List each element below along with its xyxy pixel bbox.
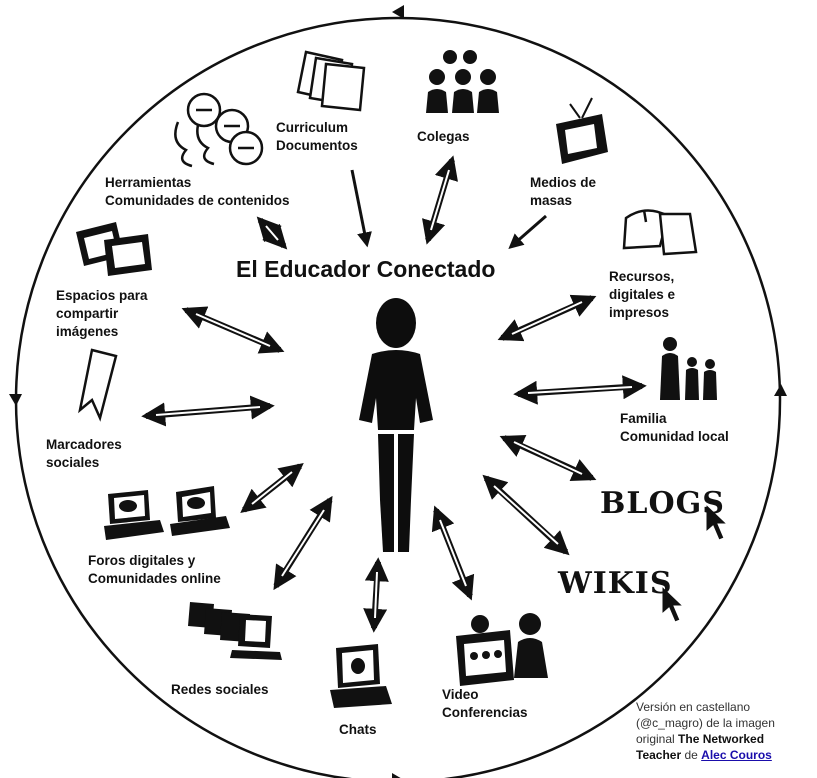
circle-arrow-bottom [392, 773, 401, 778]
wikis-cursor-icon [661, 584, 685, 623]
blogs-word: BLOGS [600, 486, 725, 521]
label-medios: Medios de masas [530, 174, 596, 210]
label-foros: Foros digitales y Comunidades online [88, 552, 221, 588]
label-marcadores-line2: sociales [46, 455, 100, 470]
label-colegas-line1: Colegas [417, 129, 470, 144]
credit-line3-text: original [636, 732, 679, 746]
label-espacios-line3: imágenes [56, 324, 119, 339]
credit-line2: (@c_magro) de la imagen [636, 716, 775, 730]
label-chats: Chats [339, 721, 377, 739]
label-foros-line2: Comunidades online [88, 571, 221, 586]
label-medios-line2: masas [530, 193, 573, 208]
label-curriculum-line2: Documentos [276, 138, 358, 153]
social-networks-icon [188, 602, 282, 660]
images-icon [76, 222, 152, 276]
double-arrows-inner [155, 169, 633, 619]
label-chats-line1: Chats [339, 722, 377, 737]
video-conference-icon [456, 613, 548, 686]
label-familia-line2: Comunidad local [620, 429, 729, 444]
forums-icon [104, 486, 230, 540]
label-redes: Redes sociales [171, 681, 269, 699]
credit-note: Versión en castellano (@c_magro) de la i… [636, 699, 775, 763]
label-espacios: Espacios para compartir imágenes [56, 287, 148, 341]
label-colegas: Colegas [417, 128, 470, 146]
label-video-line1: Video [442, 687, 479, 702]
label-recursos-line1: Recursos, [609, 269, 675, 284]
label-recursos-line2: digitales e [609, 287, 676, 302]
colleagues-icon [426, 50, 499, 113]
label-medios-line1: Medios de [530, 175, 597, 190]
label-familia-line1: Familia [620, 411, 667, 426]
label-video-line2: Conferencias [442, 705, 528, 720]
label-herramientas-line2: Comunidades de contenidos [105, 193, 290, 208]
blogs-cursor-icon [705, 502, 729, 541]
credit-line4: Teacher de Alec Couros [636, 747, 775, 763]
circle-arrow-right [774, 384, 787, 396]
credit-book-title-1: The Networked [678, 732, 765, 746]
credit-line3: original The Networked [636, 731, 775, 747]
credit-line1: Versión en castellano [636, 700, 751, 714]
author-link[interactable]: Alec Couros [701, 748, 772, 762]
tv-icon [556, 97, 608, 164]
bookmark-icon [78, 348, 118, 422]
label-marcadores: Marcadores sociales [46, 436, 122, 472]
label-familia: Familia Comunidad local [620, 410, 729, 446]
label-recursos-line3: impresos [609, 305, 670, 320]
wikis-word: WIKIS [558, 566, 673, 601]
tools-icon [174, 92, 264, 168]
connection-arrows [350, 169, 547, 249]
chat-laptop-icon [330, 644, 392, 708]
label-espacios-line2: compartir [56, 306, 119, 321]
label-marcadores-line1: Marcadores [46, 437, 122, 452]
label-herramientas-line1: Herramientas [105, 175, 192, 190]
label-foros-line1: Foros digitales y [88, 553, 196, 568]
label-herramientas: Herramientas Comunidades de contenidos [105, 174, 290, 210]
credit-line4-text: de [681, 748, 702, 762]
label-recursos: Recursos, digitales e impresos [609, 268, 675, 322]
label-redes-line1: Redes sociales [171, 682, 269, 697]
label-video: Video Conferencias [442, 686, 528, 722]
documents-icon [296, 50, 366, 112]
resources-icon [622, 209, 698, 256]
label-curriculum: Curriculum Documentos [276, 119, 358, 155]
family-icon [660, 337, 717, 400]
circle-arrow-top [392, 5, 404, 19]
credit-book-title-2: Teacher [636, 748, 682, 762]
educator-figure-icon [359, 298, 433, 552]
circle-arrow-left [9, 394, 22, 406]
label-curriculum-line1: Curriculum [276, 120, 349, 135]
diagram-title: El Educador Conectado [236, 256, 496, 282]
label-espacios-line1: Espacios para [56, 288, 148, 303]
